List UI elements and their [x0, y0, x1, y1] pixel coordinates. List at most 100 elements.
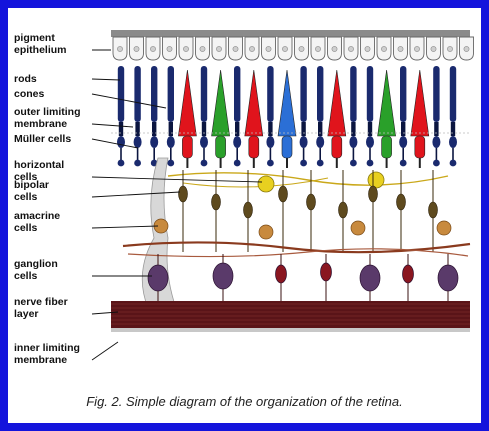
label-line: epithelium: [14, 44, 67, 56]
label-amacrine-cells: amacrinecells: [14, 210, 60, 234]
epithelium-nucleus: [447, 46, 452, 51]
cone-inner-segment: [282, 136, 292, 158]
rod-nucleus: [233, 136, 241, 148]
label-line: ganglion: [14, 258, 58, 270]
rod-spherule: [201, 160, 208, 167]
cone-inner-segment: [382, 136, 392, 158]
epithelium-nucleus: [299, 46, 304, 51]
rod-outer-segment: [168, 66, 174, 122]
leader-line: [92, 139, 138, 148]
rod-nucleus: [432, 136, 440, 148]
ganglion-cell: [321, 263, 332, 281]
rod-spherule: [118, 160, 125, 167]
epithelium-nucleus: [398, 46, 403, 51]
label-line: outer limiting: [14, 106, 81, 118]
ganglion-cell: [213, 263, 233, 289]
epithelium-nucleus: [414, 46, 419, 51]
bipolar-cell-layer: [179, 170, 438, 252]
cone-inner-segment: [249, 136, 259, 158]
rod-outer-segment: [151, 66, 157, 122]
cone-inner-segment: [332, 136, 342, 158]
rod-inner-segment: [268, 122, 272, 136]
rod-spherule: [317, 160, 324, 167]
rod-outer-segment: [367, 66, 373, 122]
epithelium-nucleus: [464, 46, 469, 51]
rod-inner-segment: [368, 122, 372, 136]
label-line: membrane: [14, 354, 67, 366]
inner-limiting-band: [111, 328, 470, 332]
rod-nucleus: [349, 136, 357, 148]
leader-line: [92, 79, 120, 80]
rod-outer-segment: [433, 66, 439, 122]
label-muller-cells: Müller cells: [14, 133, 71, 145]
horizontal-cell: [258, 176, 274, 192]
bipolar-cell: [339, 202, 348, 218]
cone-outer-segment: [328, 70, 346, 136]
cone-outer-segment: [245, 70, 263, 136]
label-line: cells: [14, 222, 38, 234]
epithelium-nucleus: [431, 46, 436, 51]
label-nerve-fiber-layer: nerve fiberlayer: [14, 296, 68, 320]
rod-outer-segment: [267, 66, 273, 122]
label-line: cones: [14, 88, 45, 100]
label-line: membrane: [14, 118, 67, 130]
rod-outer-segment: [201, 66, 207, 122]
rod-spherule: [300, 160, 307, 167]
cone-outer-segment: [411, 70, 429, 136]
ganglion-cell: [276, 265, 287, 283]
cone-inner-segment: [415, 136, 425, 158]
rod-inner-segment: [451, 122, 455, 136]
epithelium-nucleus: [266, 46, 271, 51]
label-line: pigment: [14, 32, 55, 44]
ganglion-cell: [148, 265, 168, 291]
label-rods: rods: [14, 73, 37, 85]
horizontal-cell: [368, 172, 384, 188]
rod-inner-segment: [135, 122, 139, 136]
ganglion-cell: [403, 265, 414, 283]
rod-inner-segment: [235, 122, 239, 136]
epithelium-nucleus: [249, 46, 254, 51]
ganglion-cell: [360, 265, 380, 291]
epithelium-nucleus: [150, 46, 155, 51]
label-line: layer: [14, 308, 39, 320]
rod-nucleus: [366, 136, 374, 148]
bipolar-cell: [369, 186, 378, 202]
ganglion-cell-layer: [148, 254, 458, 301]
cone-inner-segment: [182, 136, 192, 158]
bipolar-cell: [397, 194, 406, 210]
label-line: cells: [14, 191, 38, 203]
label-cones: cones: [14, 88, 45, 100]
rod-spherule: [433, 160, 440, 167]
horizontal-cell-layer: [168, 172, 448, 192]
rod-nucleus: [117, 136, 125, 148]
epithelium-nucleus: [200, 46, 205, 51]
cone-outer-segment: [212, 70, 230, 136]
bipolar-cell: [279, 186, 288, 202]
rod-spherule: [450, 160, 457, 167]
amacrine-cell: [259, 225, 273, 239]
rod-outer-segment: [134, 66, 140, 122]
rod-nucleus: [266, 136, 274, 148]
epithelium-nucleus: [348, 46, 353, 51]
epithelium-nucleus: [134, 46, 139, 51]
epithelium-top-band: [111, 30, 470, 37]
rod-outer-segment: [234, 66, 240, 122]
leader-line: [92, 192, 180, 197]
leader-line: [92, 177, 262, 182]
rod-inner-segment: [152, 122, 156, 136]
epithelium-nucleus: [365, 46, 370, 51]
rod-inner-segment: [169, 122, 173, 136]
rod-nucleus: [200, 136, 208, 148]
rod-nucleus: [399, 136, 407, 148]
epithelium-nucleus: [233, 46, 238, 51]
bipolar-cell: [212, 194, 221, 210]
epithelium-nucleus: [332, 46, 337, 51]
rod-outer-segment: [350, 66, 356, 122]
label-group: pigmentepithelium rods cones outer limiting…: [14, 32, 81, 366]
rod-spherule: [350, 160, 357, 167]
label-line: bipolar: [14, 179, 49, 191]
rod-inner-segment: [301, 122, 305, 136]
figure-caption: Fig. 2. Simple diagram of the organizati…: [8, 394, 481, 409]
